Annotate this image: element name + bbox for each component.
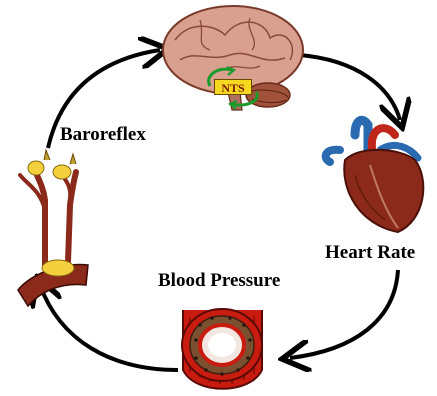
blood-pressure-label: Blood Pressure xyxy=(158,271,280,290)
nts-label: NTS xyxy=(214,79,252,95)
arrow-heart-to-pressure xyxy=(290,270,398,358)
baroreceptor-nerve-icon xyxy=(18,150,88,306)
heart-icon xyxy=(326,120,424,232)
heart-rate-label: Heart Rate xyxy=(325,243,415,262)
baroreflex-label: Baroreflex xyxy=(60,125,146,144)
blood-vessel-icon xyxy=(182,309,262,389)
arrow-brain-to-heart xyxy=(300,55,400,120)
arrow-pressure-to-baroreflex xyxy=(40,285,178,370)
